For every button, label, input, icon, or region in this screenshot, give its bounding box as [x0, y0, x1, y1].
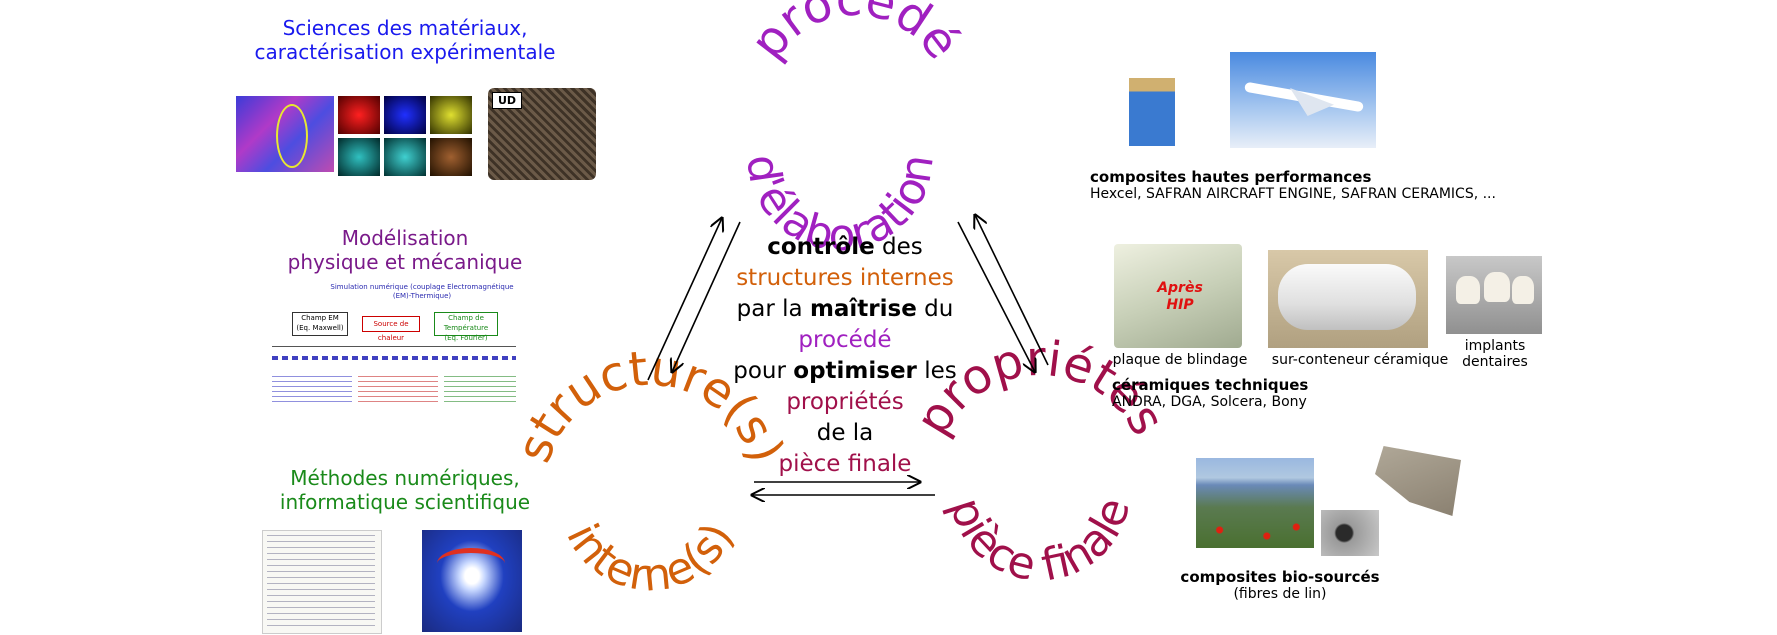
armor-plate-image: Après HIP: [1114, 244, 1242, 348]
app-hp-title: composites hautes performances: [1090, 168, 1372, 186]
eds-map-teal: [338, 138, 380, 176]
arrow-procede-to-proprietes: [957, 221, 1035, 372]
topic-modelisation: Modélisation physique et mécanique: [287, 226, 523, 274]
procede-label: procédé: [740, 0, 971, 69]
overpack-image: [1268, 250, 1428, 348]
simulation-schematic: Simulation numérique (couplage Electroma…: [262, 282, 526, 416]
app-ceram-sub: ANDRA, DGA, Solcera, Bony: [1112, 394, 1307, 410]
piece-finale-label: pièce finale: [940, 492, 1141, 592]
arrow-procede-to-structure: [672, 221, 741, 372]
dental-implants-image: [1446, 256, 1542, 334]
app-implants: implants dentaires: [1462, 338, 1528, 370]
ud-label: UD: [492, 92, 523, 109]
flax-field-image: [1196, 458, 1314, 548]
app-surconteneur: sur-conteneur céramique: [1271, 352, 1449, 368]
aircraft-image: [1230, 52, 1376, 148]
arrow-proprietes-to-procede: [975, 215, 1049, 366]
turbine-blade-image: [1129, 78, 1175, 146]
apres-label: Après: [1157, 280, 1203, 296]
app-hp-sub: Hexcel, SAFRAN AIRCRAFT ENGINE, SAFRAN C…: [1090, 186, 1496, 202]
center-line-3: par la maîtrise du: [736, 296, 954, 322]
center-line-6: propriétés: [786, 389, 904, 415]
field-visualization: [422, 530, 522, 632]
app-blindage: plaque de blindage: [1112, 352, 1248, 368]
app-bio-sub: (fibres de lin): [1233, 586, 1327, 602]
arrow-structure-to-procede: [647, 218, 722, 381]
center-line-8: pièce finale: [778, 451, 912, 477]
microstructure-image: [236, 96, 334, 172]
woven-fabric-image: UD: [488, 88, 596, 180]
code-screenshot: [262, 530, 382, 634]
topic-methodes: Méthodes numériques, informatique scient…: [279, 466, 531, 514]
eds-map-yellow: [430, 96, 472, 134]
center-line-5: pour optimiser les: [733, 358, 957, 384]
topic-sciences: Sciences des matériaux, caractérisation …: [254, 16, 556, 64]
hip-label: HIP: [1166, 297, 1194, 313]
interne-label: interne(s): [556, 515, 743, 602]
eds-map-red: [338, 96, 380, 134]
eds-map-teal-2: [384, 138, 426, 176]
app-ceram-title: céramiques techniques: [1112, 376, 1309, 394]
center-line-4: procédé: [798, 327, 892, 353]
microscopy-image: [1321, 510, 1379, 556]
center-line-1: contrôle des: [767, 234, 923, 260]
eds-map-brown: [430, 138, 472, 176]
center-line-2: structures internes: [736, 265, 954, 291]
eds-map-blue: [384, 96, 426, 134]
center-line-7: de la: [816, 420, 874, 446]
chair-image: [1365, 436, 1471, 546]
app-bio-title: composites bio-sourcés: [1180, 568, 1380, 586]
center-statement: contrôle des structures internes par la …: [700, 232, 990, 480]
